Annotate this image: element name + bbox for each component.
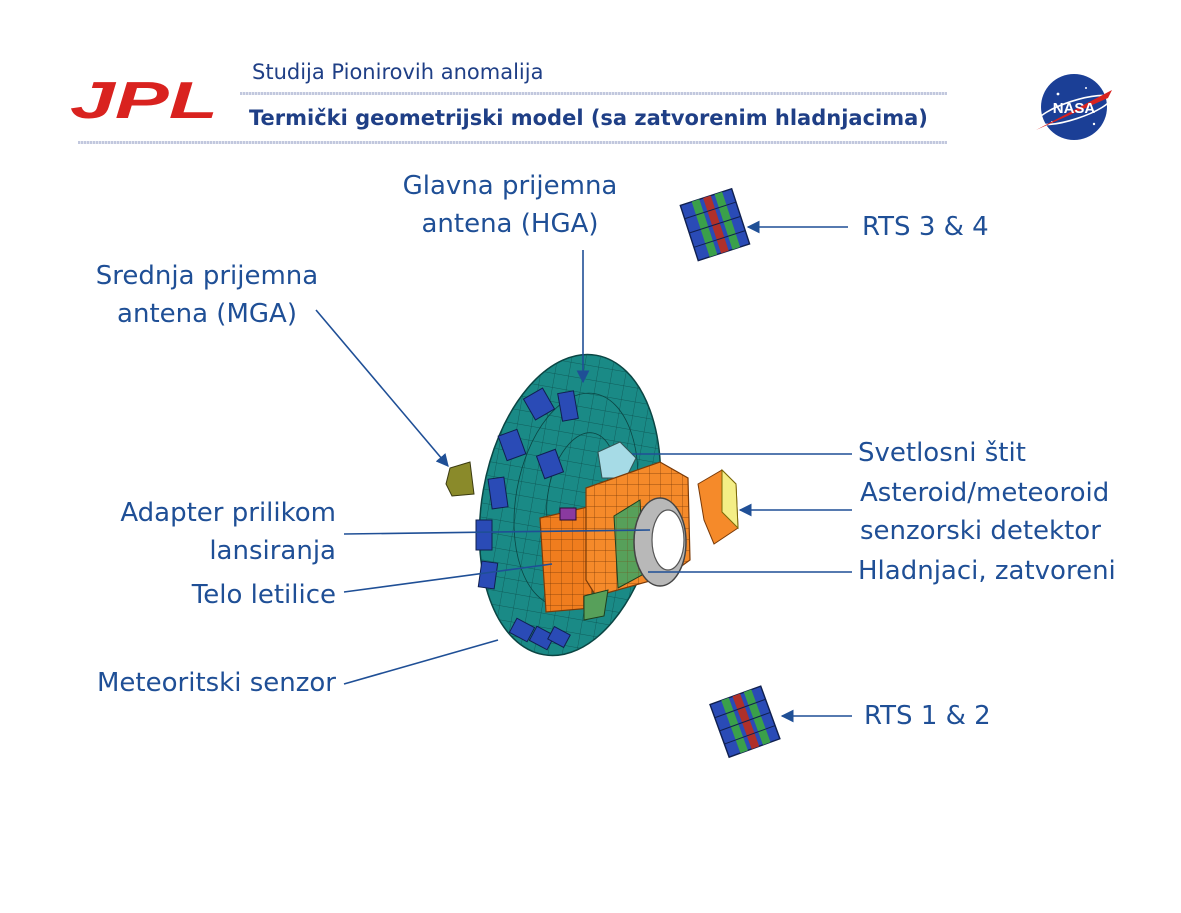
label-hga: Glavna prijemna antena (HGA): [390, 167, 630, 243]
mga-antenna: [445, 461, 475, 497]
jpl-logo-text: JPL: [70, 76, 218, 122]
header-divider-bottom: [78, 141, 947, 144]
jpl-logo-mark: JPL: [70, 76, 218, 122]
rts-3-4-unit: [679, 187, 751, 262]
nasa-logo: NASA: [1028, 72, 1120, 142]
label-radiators: Hladnjaci, zatvoreni: [858, 556, 1116, 586]
page-title: Termički geometrijski model (sa zatvoren…: [249, 106, 928, 130]
light-shade: [597, 441, 637, 479]
label-adapter-line2: lansiranja: [209, 536, 336, 566]
leader-adapter: [343, 529, 651, 535]
label-adapter-line1: Adapter prilikom: [120, 498, 336, 528]
leader-lines: [315, 220, 852, 723]
label-asteroid-line1: Asteroid/meteoroid: [860, 478, 1110, 508]
label-hga-line2: antena (HGA): [421, 209, 599, 239]
label-mga-line2: antena (MGA): [117, 299, 297, 329]
label-asteroid: Asteroid/meteoroid senzorski detektor: [860, 474, 1109, 550]
nasa-logo-text: NASA: [1053, 100, 1096, 117]
label-mga: Srednja prijemna antena (MGA): [82, 257, 332, 333]
leader-mga: [315, 309, 449, 467]
header-subtitle: Studija Pionirovih anomalija: [252, 60, 544, 84]
label-meteor: Meteoritski senzor: [97, 668, 336, 698]
label-asteroid-line2: senzorski detektor: [860, 516, 1101, 546]
label-rts34: RTS 3 & 4: [862, 212, 989, 242]
label-rts12: RTS 1 & 2: [864, 701, 991, 731]
label-hga-line1: Glavna prijemna: [402, 171, 618, 201]
dish-panels: [475, 387, 579, 651]
nasa-meatball-icon: NASA: [1036, 74, 1112, 140]
asteroid-detector: [697, 468, 739, 545]
label-adapter: Adapter prilikom lansiranja: [60, 494, 336, 570]
leader-body: [343, 563, 553, 593]
label-shade: Svetlosni štit: [858, 438, 1026, 468]
jpl-logo: JPL: [68, 76, 220, 122]
adapter-ring: [633, 497, 687, 587]
rts-1-2-unit: [709, 685, 781, 759]
leader-meteor: [343, 639, 499, 685]
header-divider-top: [240, 92, 947, 95]
label-body: Telo letilice: [191, 580, 336, 610]
label-mga-line1: Srednja prijemna: [95, 261, 319, 291]
